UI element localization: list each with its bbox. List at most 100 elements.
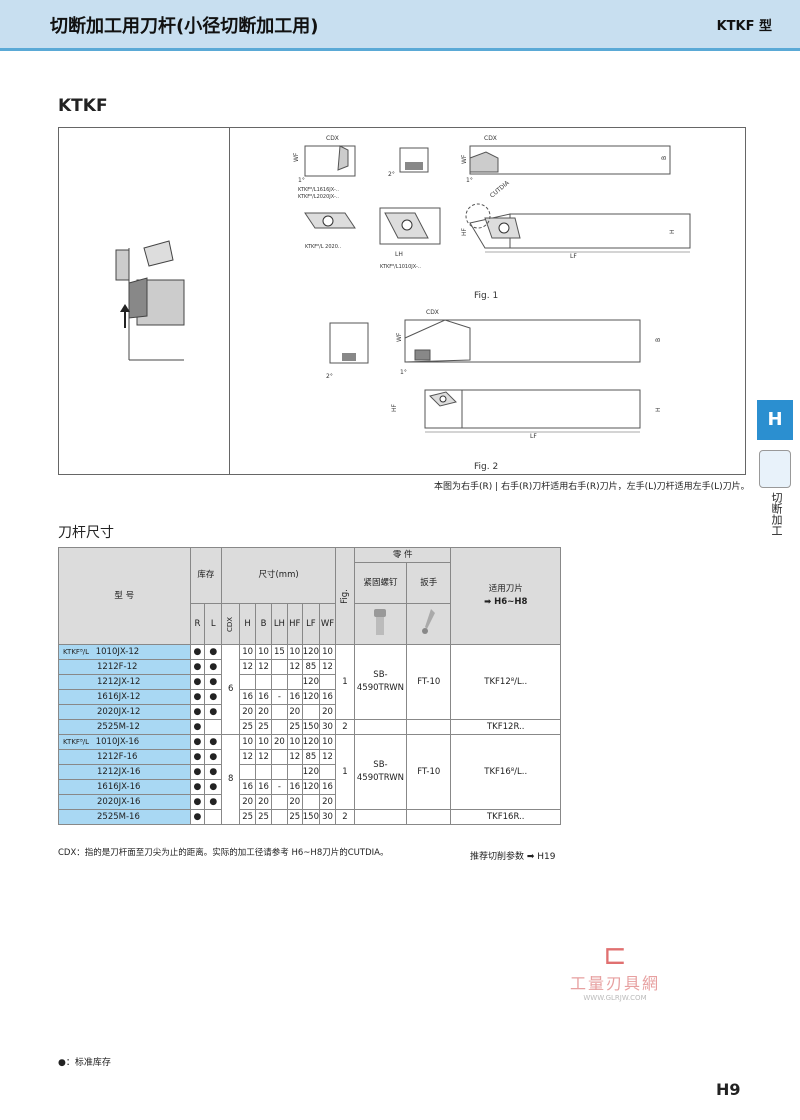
dim-lf-cell: 85 (301, 749, 321, 765)
model-code: 1212JX-12 (97, 676, 141, 687)
wrench-cell-empty (406, 719, 452, 735)
fig-cell: 1 (334, 734, 355, 810)
stock-l-dot: ● (204, 659, 223, 675)
cdx-cell: 6 (221, 644, 241, 735)
b-label-b: B (655, 338, 662, 342)
dim-hf-cell: 10 (286, 644, 303, 660)
dim-wf-cell: 10 (319, 734, 336, 750)
deg-label-b: 2° (388, 171, 395, 178)
section-tab-text: 切断加工 (770, 492, 783, 536)
dim-wf-cell: 10 (319, 644, 336, 660)
screw-icon (353, 603, 408, 645)
dim-wf-cell: 30 (319, 809, 336, 825)
col-r: R (189, 603, 206, 645)
dim-lh-cell: - (270, 779, 288, 795)
model-prefix: KTKF⁸/L (63, 647, 90, 656)
col-dims: 尺寸(mm) (221, 547, 336, 604)
stock-r-dot: ● (189, 674, 206, 690)
table-row: 1212JX-12●●120 (58, 674, 561, 690)
dim-hf-cell: 16 (286, 779, 303, 795)
cutdia-label: CUTDIA (489, 179, 512, 200)
dim-lh-cell (270, 719, 288, 735)
stock-l-dot: ● (204, 644, 223, 660)
model-cell: 1212F-16 (58, 749, 191, 765)
fig-cell: 2 (334, 719, 355, 735)
col-b: B (255, 603, 272, 645)
dim-lf-cell (301, 794, 321, 810)
model-cell: 2020JX-16 (58, 794, 191, 810)
model-code: 2020JX-12 (97, 706, 141, 717)
page-header: 切断加工用刀杆(小径切断加工用) KTKF 型 (0, 0, 800, 51)
dim-wf-cell: 20 (319, 794, 336, 810)
hf-label-a: HF (461, 227, 468, 236)
dim-b-cell: 16 (255, 689, 272, 705)
stock-r-dot: ● (189, 659, 206, 675)
dim-wf-cell: 12 (319, 749, 336, 765)
dim-lh-cell: 20 (270, 734, 288, 750)
model-cell: 1212F-12 (58, 659, 191, 675)
dim-wf-cell: 16 (319, 689, 336, 705)
header-row-1: 型 号 库存 尺寸(mm) Fig. 零 件 适用刀片 ➡ H6~H8 (58, 547, 561, 645)
wrench-cell: FT-10 (406, 644, 452, 720)
dim-wf-cell: 16 (319, 779, 336, 795)
stock-l-dot: ● (204, 704, 223, 720)
model-label-c: KTKF⁸/L 2020.. (305, 244, 341, 250)
dim-b-cell (255, 674, 272, 690)
b-label-a: B (661, 156, 668, 160)
dim-lh-cell (270, 704, 288, 720)
lh-label: LH (395, 251, 403, 258)
screw-cell-empty (353, 809, 408, 825)
dim-lf-cell: 120 (301, 734, 321, 750)
watermark-logo-icon: ⊏ (603, 938, 627, 971)
insert-cell: TKF16R.. (450, 809, 561, 825)
dim-lf-cell: 120 (301, 779, 321, 795)
h-label-b: H (655, 407, 662, 412)
model-code: 1212JX-16 (97, 766, 141, 777)
dim-lf-cell: 120 (301, 674, 321, 690)
dim-h-cell: 25 (239, 719, 257, 735)
stock-r-dot: ● (189, 704, 206, 720)
lf-label-b: LF (530, 433, 537, 440)
stock-r-dot: ● (189, 809, 206, 825)
dim-hf-cell: 12 (286, 659, 303, 675)
dim-hf-cell (286, 674, 303, 690)
cutting-reference-link[interactable]: 推荐切削参数 ➡ H19 (470, 852, 556, 862)
figure-divider (229, 128, 230, 474)
stock-l-dot (204, 809, 223, 825)
cdx-label-b: CDX (484, 135, 497, 142)
dim-b-cell: 25 (255, 719, 272, 735)
insert-header-label: 适用刀片 (488, 584, 523, 594)
page-type: KTKF 型 (716, 19, 772, 34)
dim-h-cell: 12 (239, 749, 257, 765)
screw-cell-empty (353, 719, 408, 735)
dim-b-cell (255, 764, 272, 780)
stock-l-dot: ● (204, 764, 223, 780)
col-lh: LH (270, 603, 288, 645)
col-model: 型 号 (58, 547, 191, 645)
stock-r-dot: ● (189, 689, 206, 705)
lf-label-a: LF (570, 253, 577, 260)
model-code: 1616JX-12 (97, 691, 141, 702)
dim-hf-cell: 20 (286, 794, 303, 810)
figure-box: CDX WF 1° KTKF⁸/L1616JX-.. KTKF⁸/L2020JX… (58, 127, 746, 475)
dim-lf-cell: 120 (301, 764, 321, 780)
wrench-icon (406, 603, 452, 645)
hf-label-b: HF (391, 403, 398, 412)
model-code: 1616JX-16 (97, 781, 141, 792)
dim-h-cell (239, 674, 257, 690)
model-cell: 1616JX-12 (58, 689, 191, 705)
wf-label-a: WF (293, 152, 300, 162)
dim-wf-cell: 20 (319, 704, 336, 720)
insert-cell: TKF12R.. (450, 719, 561, 735)
deg-label-c: 1° (466, 177, 473, 184)
section-tab-h[interactable]: H (757, 400, 793, 440)
fig-cell: 1 (334, 644, 355, 720)
stock-r-dot: ● (189, 734, 206, 750)
model-cell: 2020JX-12 (58, 704, 191, 720)
col-hf: HF (286, 603, 303, 645)
